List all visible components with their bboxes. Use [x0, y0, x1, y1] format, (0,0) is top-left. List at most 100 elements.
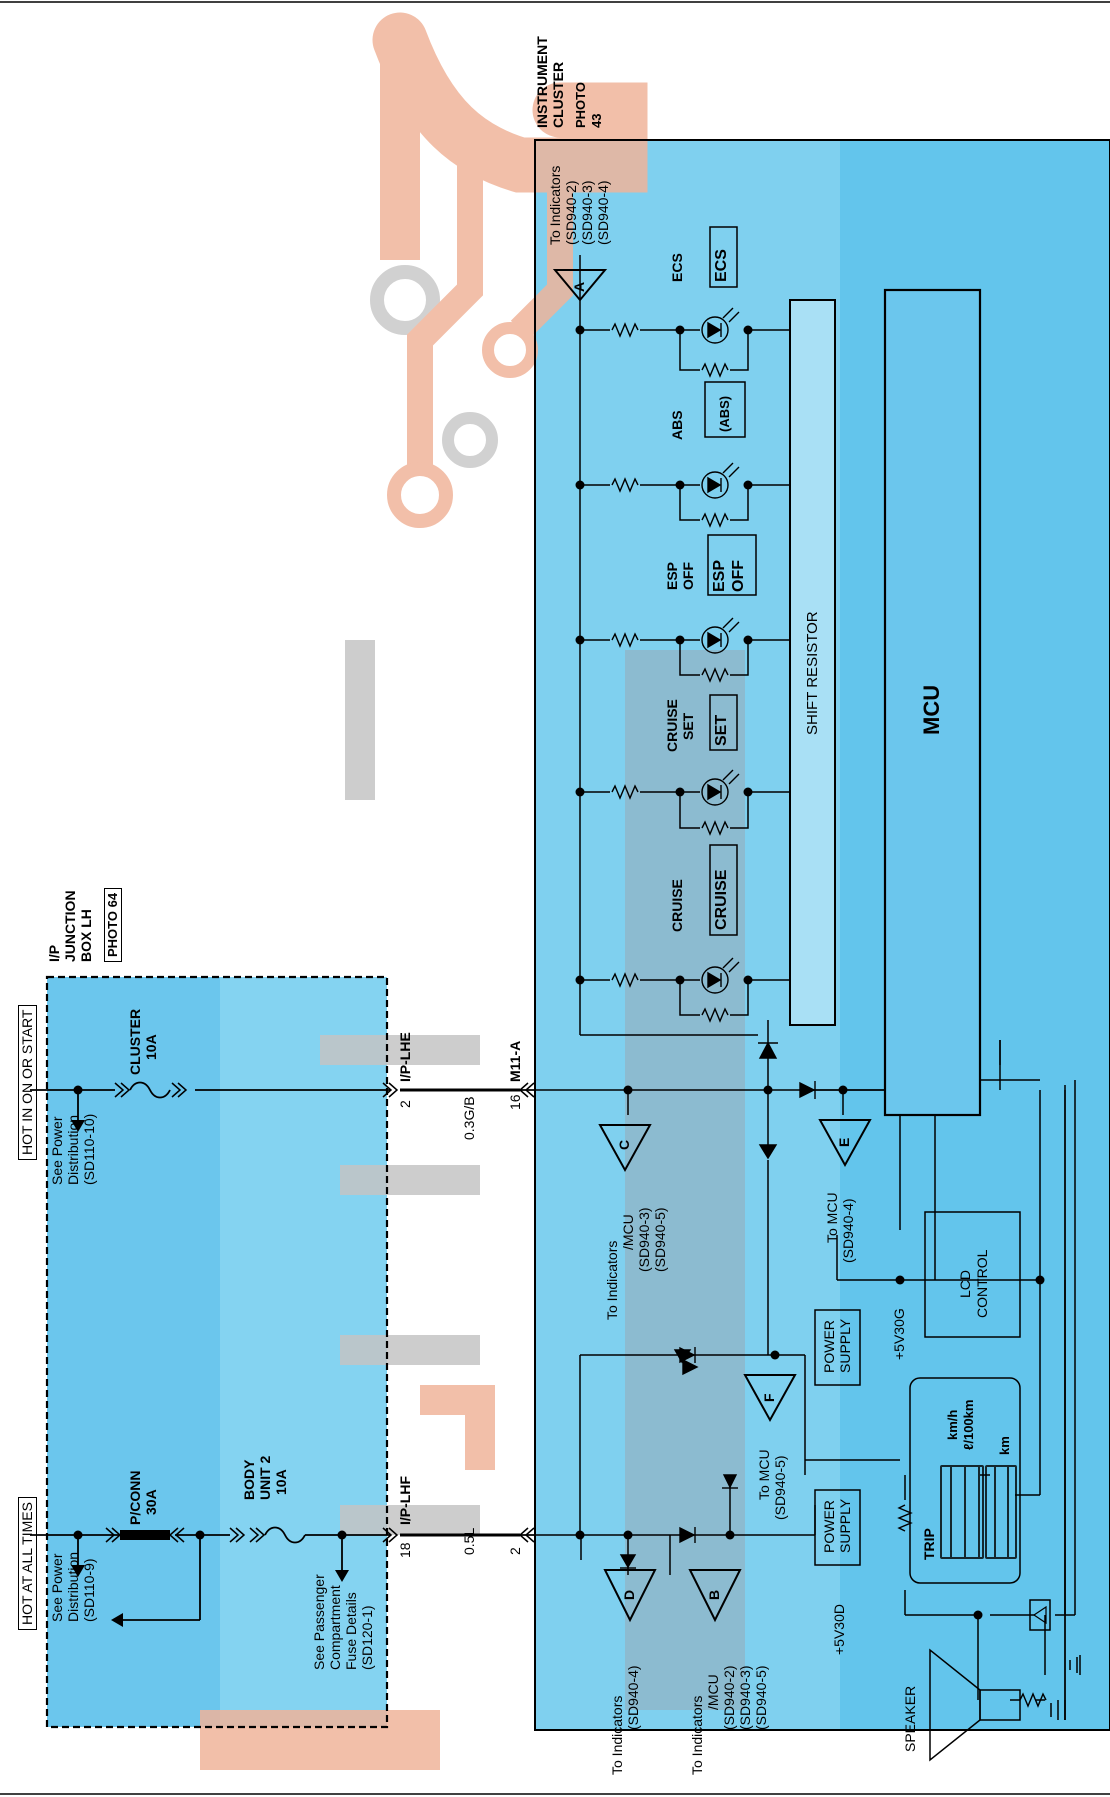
lcd-trip: TRIP	[921, 1528, 937, 1560]
mcu-label: MCU	[919, 684, 944, 735]
ref-a-4: (SD940-4)	[595, 180, 611, 245]
esp-box-2: OFF	[730, 560, 747, 592]
resistors	[611, 322, 1047, 1708]
ground-symbols	[1050, 1655, 1081, 1720]
junction-photo: PHOTO 64	[104, 887, 122, 962]
power-supply-1	[814, 1309, 861, 1386]
connector-iplhe: I/P-LHE	[397, 1032, 413, 1082]
speaker-driver	[1029, 1599, 1051, 1631]
ps2-label-1: POWER	[821, 1500, 837, 1553]
leds	[701, 307, 740, 994]
indicator-boxes	[704, 226, 757, 936]
ref-e-1: To MCU	[824, 1192, 840, 1243]
ref-d-1: To Indicators	[609, 1695, 625, 1775]
pin-16: 16	[507, 1094, 523, 1110]
power-supply-2	[814, 1489, 861, 1566]
junction-title-3: BOX LH	[78, 909, 94, 962]
connector-m11a: M11-A	[507, 1040, 523, 1082]
tri-E-label: E	[836, 1137, 852, 1147]
wire-label-0.5L: 0.5L	[461, 1527, 477, 1555]
ref-b-2: /MCU	[705, 1674, 721, 1710]
tri-C-label: C	[616, 1139, 632, 1150]
cruise-label: CRUISE	[669, 879, 685, 932]
cluster-border	[534, 139, 1110, 1731]
ref-a-2: (SD940-2)	[563, 180, 579, 245]
pd2-ref-1: See Power	[49, 1116, 65, 1185]
lcd-control-block	[924, 1211, 1021, 1338]
ref-b-3: (SD940-2)	[721, 1665, 737, 1730]
lcd-per100: ℓ/100km	[961, 1399, 976, 1450]
pd1-ref-3: (SD110-9)	[81, 1558, 97, 1622]
cluster-wiring	[535, 255, 1076, 1720]
ref-a-1: To Indicators	[547, 165, 563, 245]
speaker-label: SPEAKER	[902, 1685, 918, 1752]
ecs-label: ECS	[669, 253, 685, 282]
pass-ref-1: See Passenger	[311, 1574, 327, 1670]
ref-b-1: To Indicators	[689, 1695, 705, 1775]
mcu-block	[883, 288, 982, 1117]
esp-label-2: OFF	[680, 562, 696, 590]
pd2-ref-2: Distribution	[65, 1114, 81, 1185]
pd1-ref-1: See Power	[49, 1553, 65, 1622]
cluster-nodes	[575, 325, 1045, 1620]
abs-symbol: (ABS)	[717, 395, 732, 432]
shift-resistor-block	[789, 299, 836, 1026]
ref-b-5: (SD940-5)	[753, 1665, 769, 1730]
lcd-label-1: LCD	[957, 1269, 973, 1298]
esp-box-1: ESP	[711, 559, 728, 592]
lcd-odo-digits-icon	[985, 1465, 1017, 1559]
cluster-fuse-2: 10A	[143, 1034, 159, 1060]
ecs-symbol: ECS	[713, 249, 730, 282]
abs-label: ABS	[669, 410, 685, 440]
wire-label-0.3GB: 0.3G/B	[461, 1096, 477, 1140]
tri-A-label: A	[571, 281, 587, 292]
ps1-label-1: POWER	[821, 1320, 837, 1373]
ps1-label-2: SUPPLY	[837, 1318, 853, 1373]
cruise-set-label-1: CRUISE	[664, 699, 680, 752]
pin-2a: 2	[507, 1547, 523, 1555]
left-nodes	[71, 1085, 349, 1627]
ref-a-3: (SD940-3)	[579, 180, 595, 245]
ref-e-2: (SD940-4)	[840, 1198, 856, 1263]
body-label-1: BODY	[241, 1459, 257, 1500]
tri-D-label: D	[621, 1589, 637, 1600]
pass-ref-3: Fuse Details	[343, 1592, 359, 1670]
hot-in-on-label: HOT IN ON OR START	[18, 1004, 37, 1160]
pconn-fuse	[120, 1530, 170, 1540]
pconn-label-2: 30A	[143, 1489, 159, 1515]
pass-ref-2: Compartment	[327, 1585, 343, 1670]
wiring-left	[30, 1081, 535, 1621]
cluster-title-1: INSTRUMENT	[534, 36, 550, 128]
pass-ref-4: (SD120-1)	[359, 1605, 375, 1670]
ref-b-4: (SD940-3)	[737, 1665, 753, 1730]
speaker-icon	[929, 1648, 1021, 1762]
ref-c-2: /MCU	[620, 1214, 636, 1250]
lcd-display	[909, 1377, 1021, 1584]
pin-2b: 2	[397, 1100, 413, 1108]
pconn-label-1: P/CONN	[127, 1470, 143, 1525]
set-symbol: SET	[713, 714, 730, 746]
junction-title-2: JUNCTION	[62, 890, 78, 962]
pd1-ref-2: Distribution	[65, 1551, 81, 1622]
body-label-3: 10A	[273, 1469, 289, 1495]
cruise-set-label-2: SET	[680, 712, 696, 740]
pin-18: 18	[397, 1542, 413, 1558]
lcd-digits-icon	[940, 1465, 984, 1559]
ref-c-3: (SD940-3)	[636, 1207, 652, 1272]
pd2-ref-3: (SD110-10)	[81, 1113, 97, 1185]
ref-f-1: To MCU	[756, 1449, 772, 1500]
shift-resistor-label: SHIFT RESISTOR	[804, 611, 821, 735]
lcd-km: km	[997, 1436, 1012, 1455]
ref-d-2: (SD940-4)	[625, 1665, 641, 1730]
body-label-2: UNIT 2	[257, 1455, 273, 1500]
cluster-photo-2: 43	[589, 113, 604, 128]
connector-iplhf: I/P-LHF	[397, 1476, 413, 1525]
v30d-label: +5V30D	[831, 1604, 847, 1655]
junction-box-border	[45, 975, 389, 1729]
junction-title-1: I/P	[46, 944, 62, 962]
ground-symbols-2	[1044, 1655, 1078, 1675]
tri-B-label: B	[706, 1589, 722, 1600]
triangles	[552, 269, 872, 1623]
hot-at-all-times-label: HOT AT ALL TIMES	[18, 1497, 37, 1630]
